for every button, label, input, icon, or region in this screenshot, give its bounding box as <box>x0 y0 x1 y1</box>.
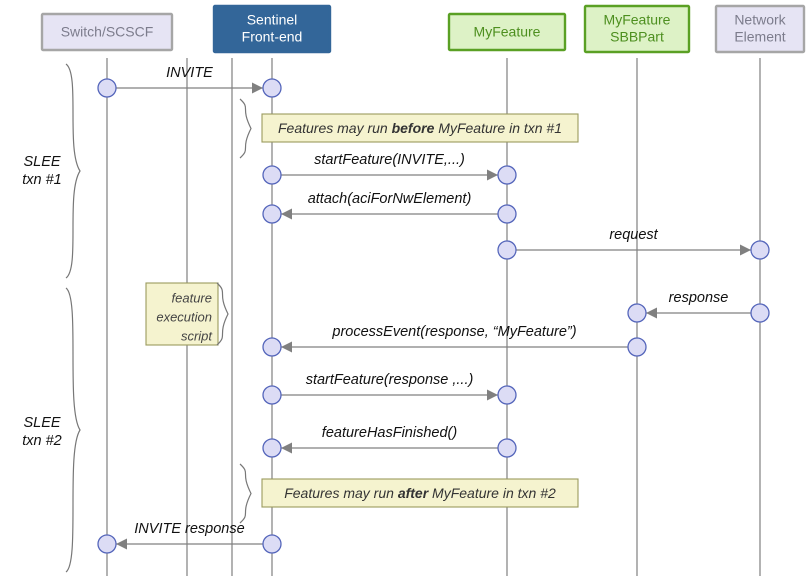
bracket-label-slee-txn-2-line2: txn #2 <box>22 433 62 449</box>
message-node-target-response <box>627 303 647 323</box>
message-attach: attach(aciForNwElement) <box>262 191 517 224</box>
message-arrowhead-response <box>646 307 657 319</box>
participant-label-sbbpart-line2: SBBPart <box>610 29 664 45</box>
message-label-request: request <box>609 227 658 243</box>
message-arrowhead-invite <box>252 82 263 94</box>
bracket-label-slee-txn-1-line1: SLEE <box>23 154 60 170</box>
message-node-target-startfeature2 <box>497 385 517 405</box>
note-part-1: before <box>392 120 435 136</box>
message-node-source-response <box>750 303 770 323</box>
message-node-target-processevent <box>262 337 282 357</box>
message-node-source-attach <box>497 204 517 224</box>
note-label-note-after: Features may run after MyFeature in txn … <box>284 485 556 501</box>
message-label-processevent: processEvent(response, “MyFeature”) <box>331 324 576 340</box>
bracket-slee-txn-1: SLEE txn #1 <box>22 63 81 279</box>
participant-box-netelem <box>714 4 806 54</box>
message-arrowhead-featurefinish <box>281 442 292 454</box>
message-node-source-startfeature1 <box>262 165 282 185</box>
message-node-target-startfeature1 <box>497 165 517 185</box>
participant-label-netelem-line1: Network <box>734 12 786 28</box>
message-startfeature2: startFeature(response ,...) <box>262 372 517 405</box>
participant-label-sentinel-line1: Sentinel <box>247 12 298 28</box>
note-line-feature-execution-script-1: execution <box>156 309 212 324</box>
message-node-target-invite <box>262 78 282 98</box>
message-label-startfeature1: startFeature(INVITE,...) <box>314 152 465 168</box>
message-label-featurefinish: featureHasFinished() <box>322 425 457 441</box>
message-node-target-attach <box>262 204 282 224</box>
note-box-note-after <box>261 478 579 508</box>
message-arrowhead-startfeature1 <box>487 169 498 181</box>
bracket-brace-slee-txn-1 <box>65 63 81 279</box>
note-part-2: MyFeature in txn #2 <box>428 485 556 501</box>
message-request: request <box>497 227 770 260</box>
note-part-1: after <box>398 485 430 501</box>
message-node-source-inviteresp <box>262 534 282 554</box>
note-feature-execution-script: feature execution script <box>145 282 219 346</box>
message-arrowhead-attach <box>281 208 292 220</box>
message-node-source-invite <box>97 78 117 98</box>
note-part-2: MyFeature in txn #1 <box>434 120 562 136</box>
participant-box-switch <box>40 12 174 52</box>
note-line-feature-execution-script-2: script <box>181 328 213 343</box>
note-line-feature-execution-script-0: feature <box>172 290 212 305</box>
note-note-after: Features may run after MyFeature in txn … <box>261 478 579 508</box>
message-arrowhead-request <box>740 244 751 256</box>
note-label-note-before: Features may run before MyFeature in txn… <box>278 120 562 136</box>
message-arrowhead-processevent <box>281 341 292 353</box>
message-invite: INVITE <box>97 65 282 98</box>
bracket-label-slee-txn-1-line2: txn #1 <box>22 172 62 188</box>
message-arrowhead-startfeature2 <box>487 389 498 401</box>
bracket-brace-note-before-brace <box>239 98 252 159</box>
message-label-attach: attach(aciForNwElement) <box>308 191 472 207</box>
participant-box-sentinel <box>212 4 332 54</box>
message-response: response <box>627 290 770 323</box>
bracket-brace-script-brace <box>216 282 229 346</box>
message-node-source-featurefinish <box>497 438 517 458</box>
message-processevent: processEvent(response, “MyFeature”) <box>262 324 647 357</box>
message-node-source-processevent <box>627 337 647 357</box>
bracket-brace-note-after-brace <box>239 463 252 524</box>
participant-label-switch: Switch/SCSCF <box>61 24 154 40</box>
note-box-note-before <box>261 113 579 143</box>
message-node-target-inviteresp <box>97 534 117 554</box>
note-note-before: Features may run before MyFeature in txn… <box>261 113 579 143</box>
message-label-response: response <box>669 290 729 306</box>
participant-label-myfeature: MyFeature <box>474 24 541 40</box>
message-arrowhead-inviteresp <box>116 538 127 550</box>
bracket-brace-slee-txn-2 <box>65 287 81 573</box>
participant-box-myfeature <box>447 12 567 52</box>
note-part-0: Features may run <box>284 485 398 501</box>
participant-label-netelem-line2: Element <box>734 29 785 45</box>
message-inviteresp: INVITE response <box>97 521 282 554</box>
message-node-target-featurefinish <box>262 438 282 458</box>
participant-myfeature: MyFeature <box>447 12 567 52</box>
message-label-inviteresp: INVITE response <box>134 521 244 537</box>
bracket-label-slee-txn-2-line1: SLEE <box>23 415 60 431</box>
message-node-target-request <box>750 240 770 260</box>
message-featurefinish: featureHasFinished() <box>262 425 517 458</box>
participant-label-sbbpart-line1: MyFeature <box>604 12 671 28</box>
participant-label-sentinel-line2: Front-end <box>242 29 303 45</box>
message-node-source-request <box>497 240 517 260</box>
note-box-feature-execution-script <box>145 282 219 346</box>
message-node-source-startfeature2 <box>262 385 282 405</box>
participant-switch: Switch/SCSCF <box>40 12 174 52</box>
message-label-startfeature2: startFeature(response ,...) <box>306 372 474 388</box>
message-label-invite: INVITE <box>166 65 213 81</box>
bracket-slee-txn-2: SLEE txn #2 <box>22 287 81 573</box>
participant-box-sbbpart <box>583 4 691 54</box>
note-part-0: Features may run <box>278 120 392 136</box>
message-startfeature1: startFeature(INVITE,...) <box>262 152 517 185</box>
